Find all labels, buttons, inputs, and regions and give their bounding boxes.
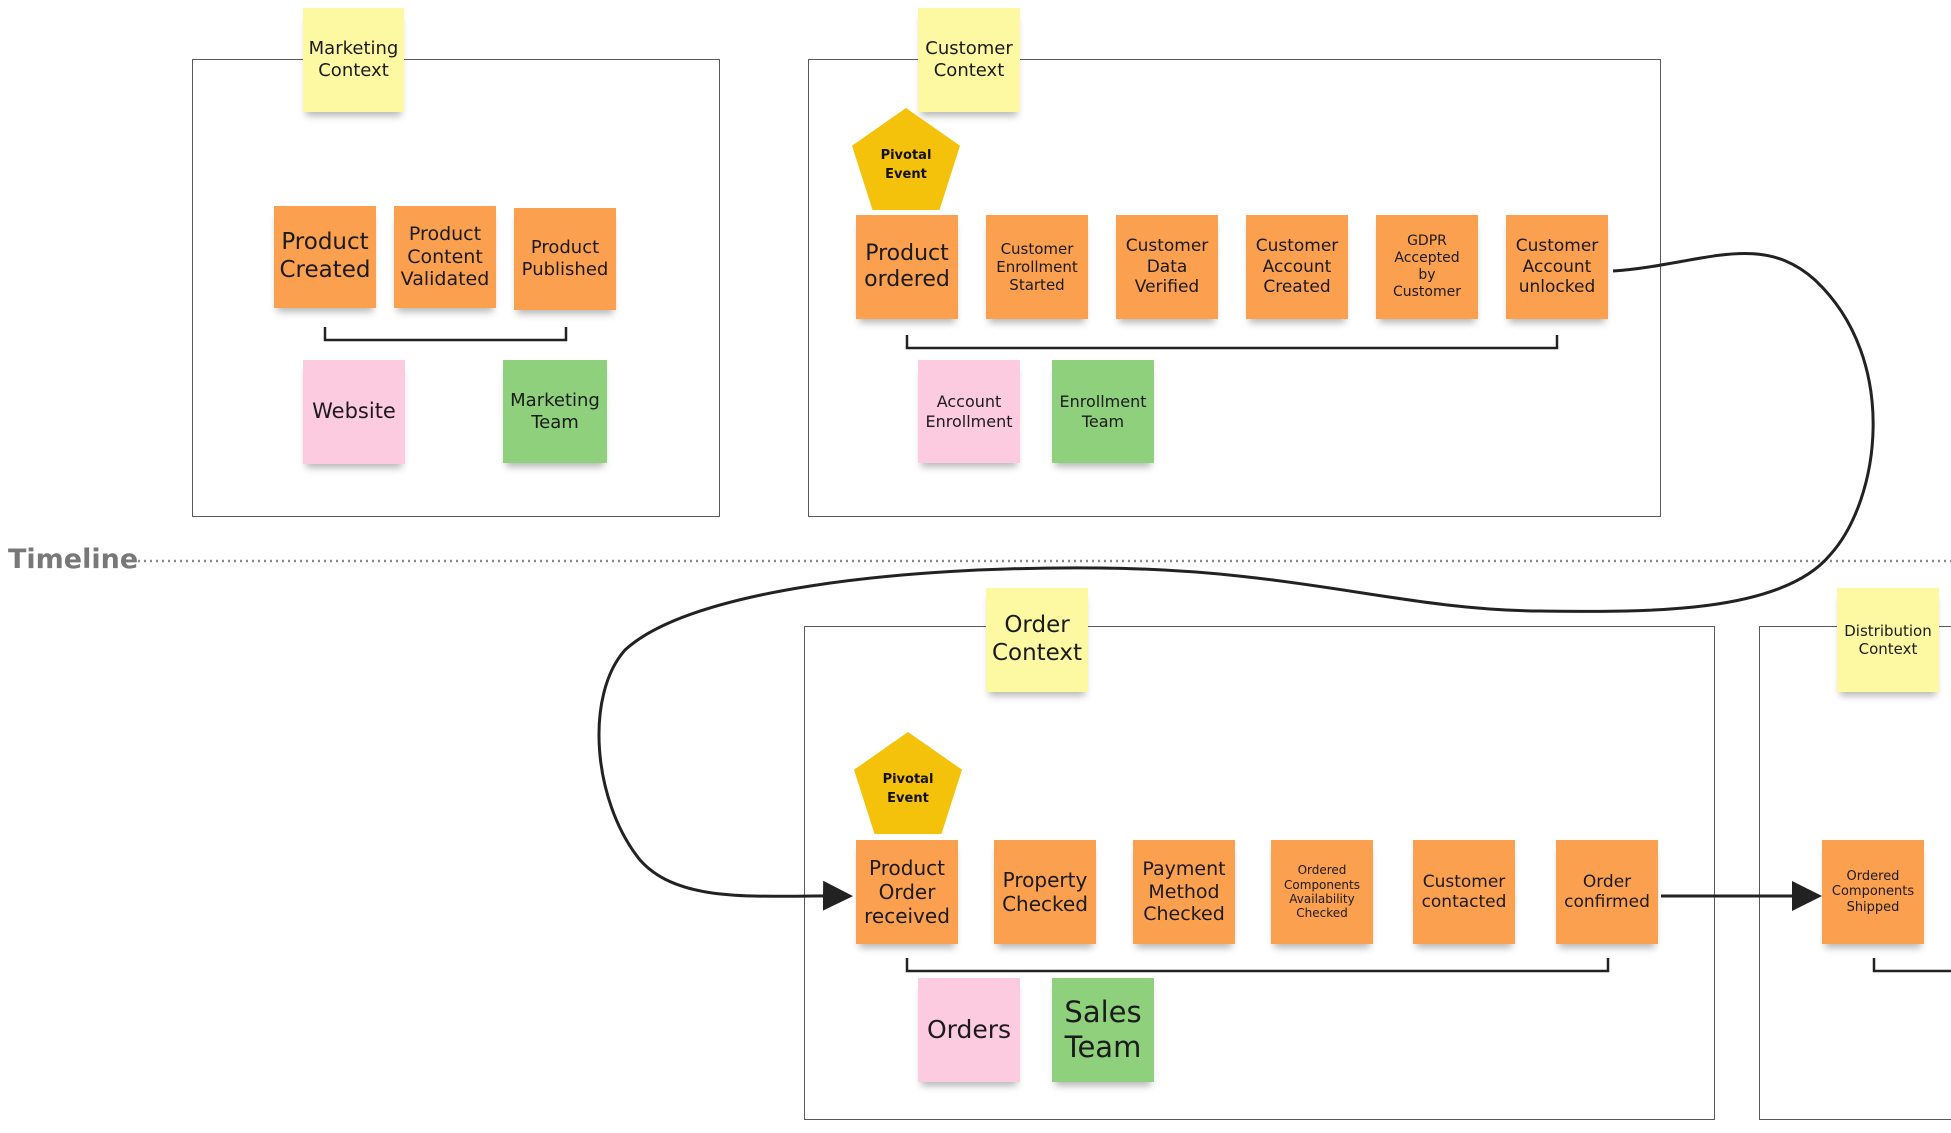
event-property-checked: Property Checked (994, 840, 1096, 944)
team-enrollment: Enrollment Team (1052, 360, 1154, 463)
customer-context-note: Customer Context (918, 8, 1020, 112)
event-product-created: Product Created (274, 206, 376, 308)
distribution-context-note: Distribution Context (1837, 588, 1939, 692)
event-product-order-received: Product Order received (856, 840, 958, 944)
event-product-content-validated: Product Content Validated (394, 206, 496, 308)
event-customer-data-verified: Customer Data Verified (1116, 215, 1218, 319)
timeline-label: Timeline (8, 544, 139, 575)
event-customer-enrollment-started: Customer Enrollment Started (986, 215, 1088, 319)
event-payment-method-checked: Payment Method Checked (1133, 840, 1235, 944)
system-orders: Orders (918, 978, 1020, 1082)
event-customer-account-unlocked: Customer Account unlocked (1506, 215, 1608, 319)
marketing-context-note: Marketing Context (303, 8, 404, 112)
event-product-ordered: Product ordered (856, 215, 958, 319)
system-account-enrollment: Account Enrollment (918, 360, 1020, 463)
event-ordered-components-availability-checked: Ordered Components Availability Checked (1271, 840, 1373, 944)
team-marketing: Marketing Team (503, 360, 607, 463)
event-order-confirmed: Order confirmed (1556, 840, 1658, 944)
event-customer-account-created: Customer Account Created (1246, 215, 1348, 319)
event-customer-contacted: Customer contacted (1413, 840, 1515, 944)
event-gdpr-accepted: GDPR Accepted by Customer (1376, 215, 1478, 319)
order-context-note: Order Context (986, 588, 1088, 692)
system-website: Website (303, 360, 405, 464)
team-sales: Sales Team (1052, 978, 1154, 1082)
event-ordered-components-shipped: Ordered Components Shipped (1822, 840, 1924, 944)
event-product-published: Product Published (514, 208, 616, 310)
